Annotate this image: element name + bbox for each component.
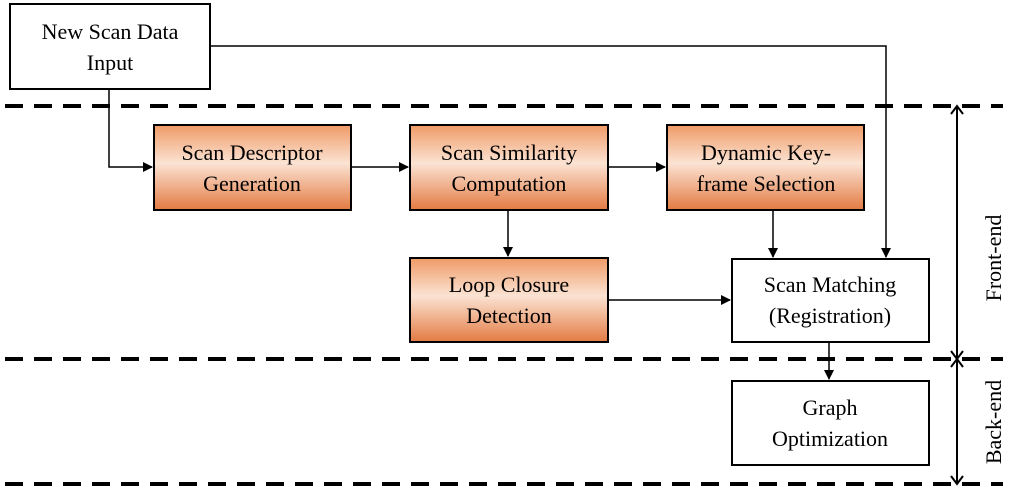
new-scan-line1: New Scan Data [42, 19, 179, 44]
scan-similarity-box: Scan Similarity Computation [409, 124, 609, 211]
front-end-label: Front-end [981, 215, 1006, 302]
back-end-bracket [950, 357, 964, 486]
graph-optimization-box: Graph Optimization [731, 380, 930, 466]
back-end-label: Back-end [981, 380, 1006, 464]
graph-line2: Optimization [772, 426, 888, 451]
arrow-input-to-descriptor [108, 89, 153, 172]
scan-matching-box: Scan Matching (Registration) [731, 258, 930, 343]
scan-matching-line2: (Registration) [769, 303, 891, 328]
keyframe-selection-box: Dynamic Key- frame Selection [666, 124, 865, 211]
scan-descriptor-box: Scan Descriptor Generation [153, 124, 352, 211]
new-scan-line2: Input [87, 50, 133, 75]
scan-similarity-line1: Scan Similarity [441, 140, 577, 165]
loop-closure-box: Loop Closure Detection [409, 257, 609, 343]
graph-line1: Graph [803, 395, 858, 420]
scan-descriptor-line2: Generation [203, 171, 301, 196]
loop-closure-line1: Loop Closure [449, 272, 569, 297]
new-scan-input-box: New Scan Data Input [9, 3, 211, 90]
arrow-input-to-matching [210, 45, 891, 258]
scan-descriptor-line1: Scan Descriptor [181, 140, 323, 165]
loop-closure-line2: Detection [466, 303, 552, 328]
keyframe-line2: frame Selection [697, 171, 836, 196]
front-end-bracket [950, 104, 964, 361]
scan-similarity-line2: Computation [452, 171, 567, 196]
keyframe-line1: Dynamic Key- [701, 140, 831, 165]
scan-matching-line1: Scan Matching [764, 272, 897, 297]
